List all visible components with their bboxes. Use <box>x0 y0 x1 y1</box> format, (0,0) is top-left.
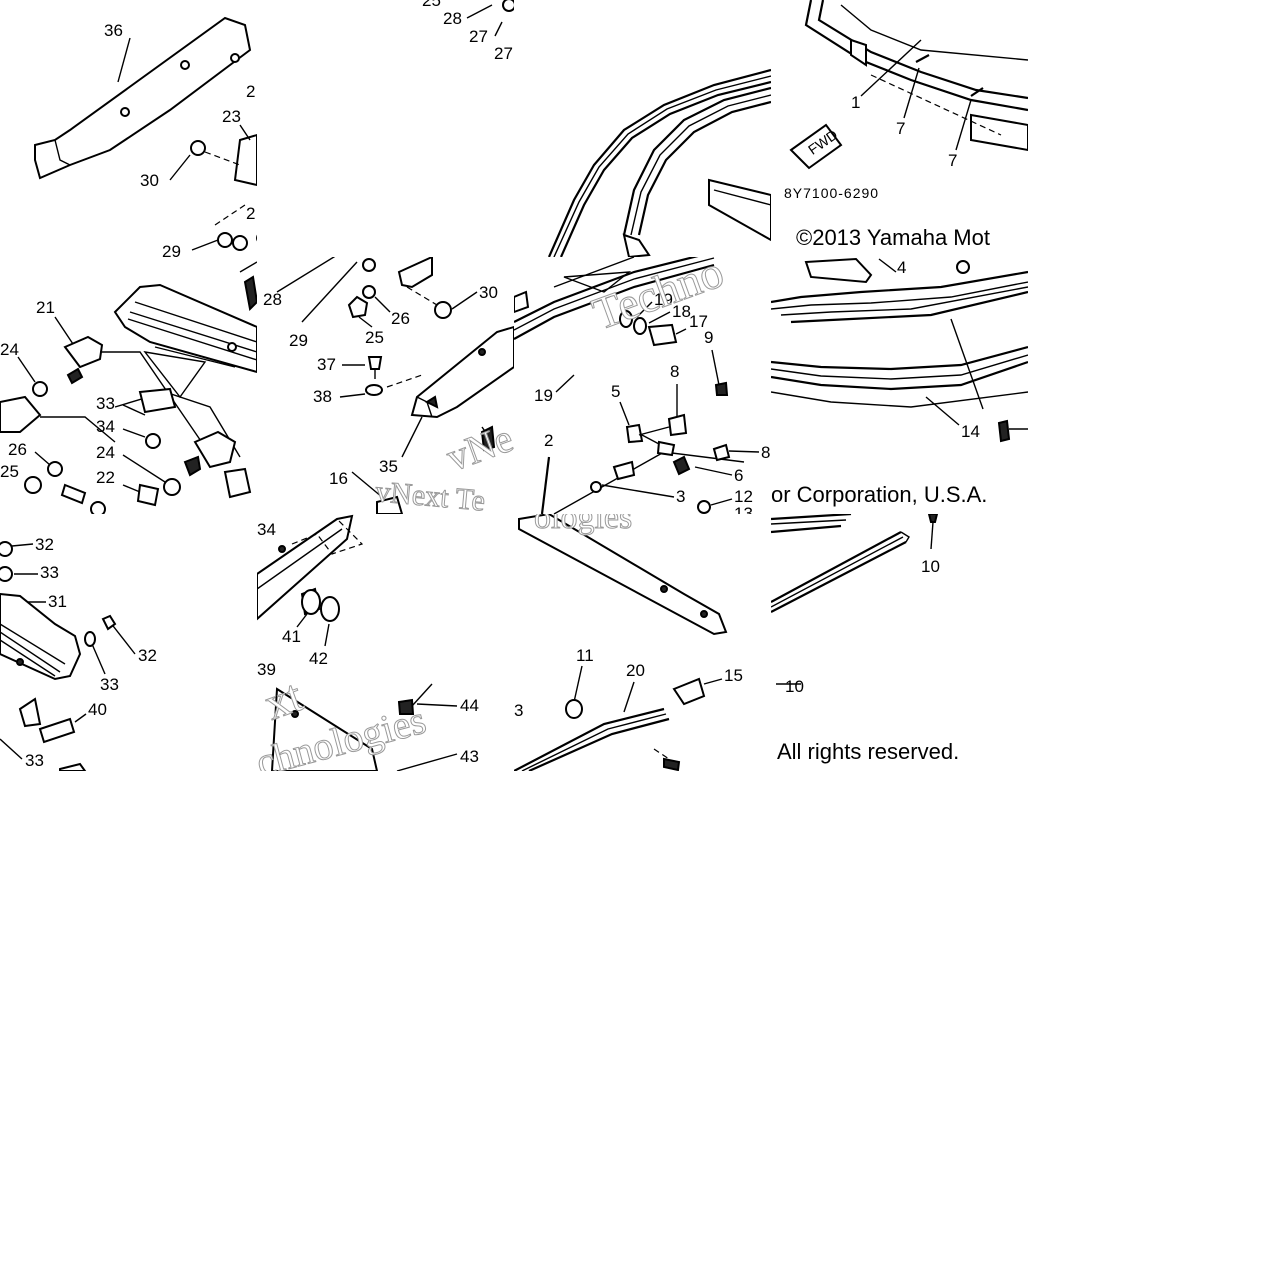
diagram-tile-r2c1: 34 41 42 39 44 43 xt chnologies <box>257 514 514 771</box>
callout: 25 <box>365 328 384 347</box>
callout: 29 <box>289 331 308 350</box>
callout: 10 <box>785 677 804 696</box>
fwd-arrow-icon: FWD <box>789 123 843 170</box>
callout: 8 <box>761 443 770 462</box>
callout: 30 <box>140 171 159 190</box>
callout: 19 <box>654 290 673 309</box>
copyright-line-2: or Corporation, U.S.A. <box>771 482 987 507</box>
callout: 32 <box>138 646 157 665</box>
callout: 24 <box>0 340 19 359</box>
callout: 33 <box>96 394 115 413</box>
diagram-tile-r2c2: ologies 11 20 15 3 <box>514 514 771 771</box>
diagram-tile-r0c1: 25 28 27 27 <box>257 0 514 257</box>
callout: 27 <box>494 44 513 63</box>
copyright-line-3: All rights reserved. <box>777 739 959 764</box>
callout: 10 <box>921 557 940 576</box>
callout: 43 <box>460 747 479 766</box>
callout: 33 <box>25 751 44 770</box>
callout: 41 <box>282 627 301 646</box>
callout: 5 <box>611 382 620 401</box>
callout: 36 <box>104 21 123 40</box>
diagram-tile-r1c2: 19 19 18 17 9 5 8 2 6 <box>514 257 771 514</box>
callout: 20 <box>626 661 645 680</box>
callout: 2 <box>246 204 255 223</box>
callout: 25 <box>0 462 19 481</box>
diagram-tile-r0c2 <box>514 0 771 257</box>
callout: 7 <box>948 151 957 170</box>
callout: 33 <box>100 675 119 694</box>
diagram-tile-r1c0: 21 24 33 34 26 24 25 22 <box>0 257 257 514</box>
callout: 28 <box>443 9 462 28</box>
diagram-tile-r0c3: 1 7 7 FWD 8Y7100-6290 ©2013 Yamaha Mot <box>771 0 1028 257</box>
callout: 1 <box>851 93 860 112</box>
callout: 23 <box>222 107 241 126</box>
callout: 31 <box>48 592 67 611</box>
callout: 18 <box>672 302 691 321</box>
callout: 28 <box>263 290 282 309</box>
diagram-code: 8Y7100-6290 <box>784 185 879 201</box>
callout: 3 <box>676 487 685 506</box>
callout: 26 <box>8 440 27 459</box>
callout: 3 <box>514 701 523 720</box>
callout: 26 <box>391 309 410 328</box>
callout: 32 <box>35 535 54 554</box>
callout: 16 <box>329 469 348 488</box>
diagram-tile-r2c3: 10 10 All rights reserved. <box>771 514 1028 771</box>
diagram-tile-r1c1: 28 29 30 25 26 37 38 <box>257 257 514 514</box>
callout: 2 <box>246 82 255 101</box>
callout: 33 <box>40 563 59 582</box>
diagram-tile-r1c3: 4 14 or Corporation, U.S.A. <box>771 257 1028 514</box>
callout: 27 <box>469 27 488 46</box>
callout: 12 <box>734 487 753 506</box>
callout: 24 <box>96 443 115 462</box>
callout: 6 <box>734 466 743 485</box>
callout: 37 <box>317 355 336 374</box>
callout: 14 <box>961 422 980 441</box>
callout: 39 <box>257 660 276 679</box>
diagram-tile-r0c0: 36 23 30 29 2 2 <box>0 0 257 257</box>
callout: 8 <box>670 362 679 381</box>
svg-text:vNext Te: vNext Te <box>374 475 486 517</box>
callout: 21 <box>36 298 55 317</box>
callout: 38 <box>313 387 332 406</box>
callout: 40 <box>88 700 107 719</box>
callout: 25 <box>422 0 441 10</box>
callout: 35 <box>379 457 398 476</box>
callout: 9 <box>704 328 713 347</box>
callout: 15 <box>724 666 743 685</box>
copyright-line-1: ©2013 Yamaha Mot <box>796 225 990 250</box>
callout: 34 <box>257 520 276 539</box>
callout: 2 <box>544 431 553 450</box>
callout: 22 <box>96 468 115 487</box>
diagram-tile-r2c0: 32 33 31 32 33 40 33 <box>0 514 257 771</box>
callout: 34 <box>96 417 115 436</box>
watermark-text: ologies <box>534 514 632 536</box>
callout: 7 <box>896 119 905 138</box>
callout: 13 <box>734 504 753 514</box>
callout: 30 <box>479 283 498 302</box>
callout: 19 <box>534 386 553 405</box>
parts-diagram-mosaic: 36 23 30 29 2 2 25 28 27 27 <box>0 0 1029 771</box>
callout: 42 <box>309 649 328 668</box>
callout: 17 <box>689 312 708 331</box>
callout: 4 <box>897 258 906 277</box>
callout: 29 <box>162 242 181 257</box>
watermark: vNext Te vNe <box>374 414 519 518</box>
callout: 44 <box>460 696 479 715</box>
callout: 11 <box>576 646 594 665</box>
